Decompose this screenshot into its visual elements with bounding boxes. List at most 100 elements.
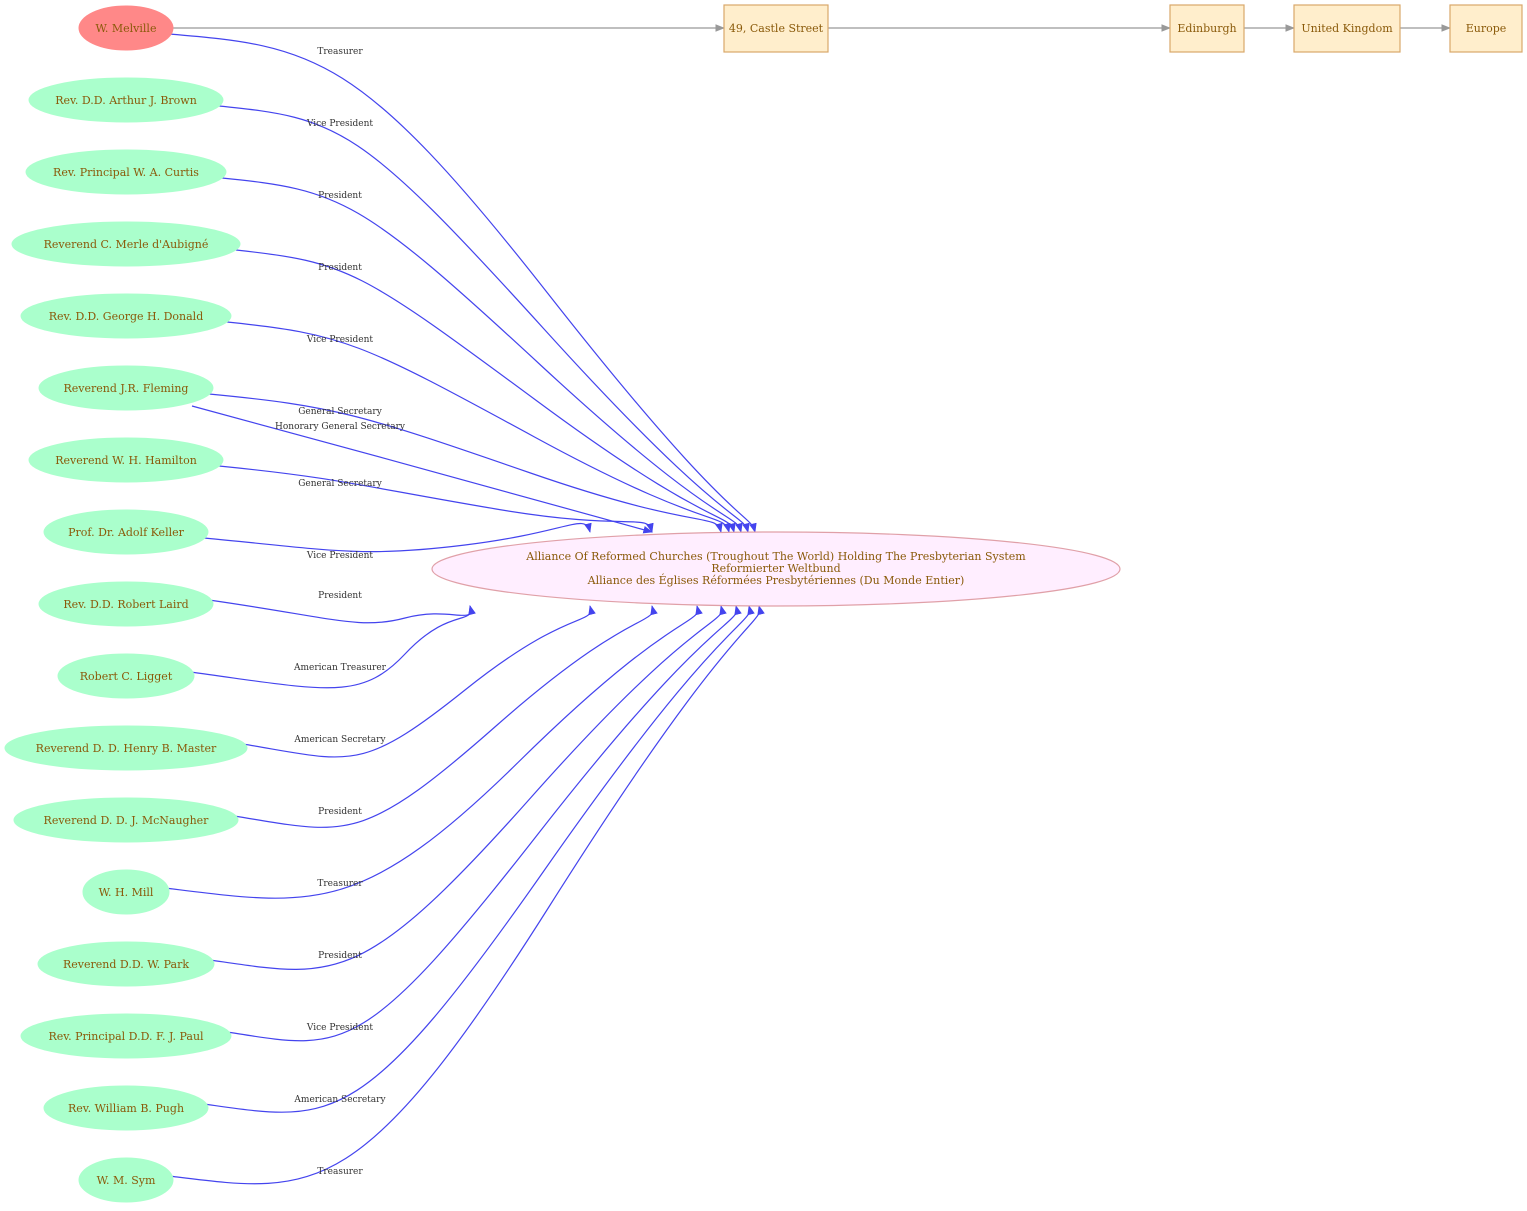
person-ellipse — [78, 5, 174, 51]
organization-node: Alliance Of Reformed Churches (Troughout… — [431, 531, 1121, 607]
role-label: Vice President — [306, 551, 374, 561]
person-node-w-melville[interactable]: W. Melville — [78, 5, 174, 51]
role-edge-rev-d-d-george-h-donald — [226, 321, 731, 533]
person-name: Robert C. Ligget — [80, 670, 173, 683]
person-ellipse — [20, 293, 232, 339]
role-label: President — [318, 263, 362, 273]
place-box — [1169, 4, 1245, 53]
person-name: W. H. Mill — [99, 886, 154, 899]
person-ellipse — [38, 581, 214, 627]
person-ellipse — [43, 1085, 209, 1131]
place-node-united-kingdom[interactable]: United Kingdom — [1293, 4, 1401, 53]
person-ellipse — [57, 653, 195, 699]
place-name: United Kingdom — [1301, 22, 1393, 35]
person-node-reverend-d-d-w-park[interactable]: Reverend D.D. W. Park — [37, 941, 215, 987]
person-node-w-h-mill[interactable]: W. H. Mill — [82, 869, 170, 915]
person-ellipse — [4, 725, 248, 771]
person-node-robert-c-ligget[interactable]: Robert C. Ligget — [57, 653, 195, 699]
role-label: President — [318, 591, 362, 601]
role-edge-honorary — [191, 405, 653, 534]
organization-name-2: Reformierter Weltbund — [711, 562, 840, 575]
place-node-edinburgh[interactable]: Edinburgh — [1169, 4, 1245, 53]
role-edge-w-melville — [168, 33, 757, 533]
role-edge-w-m-sym — [168, 605, 765, 1185]
role-edge-w-h-mill — [164, 605, 703, 899]
person-name: Prof. Dr. Adolf Keller — [68, 526, 184, 539]
role-label-honorary: Honorary General Secretary — [275, 422, 406, 432]
place-name: Europe — [1466, 22, 1507, 35]
person-ellipse — [43, 509, 209, 555]
person-name: W. Melville — [96, 22, 157, 35]
role-label: President — [318, 951, 362, 961]
person-node-reverend-c-merle-d-aubigne[interactable]: Reverend C. Merle d'Aubigné — [11, 221, 241, 267]
role-edge-reverend-j-r-fleming — [208, 393, 723, 533]
person-ellipse — [38, 365, 214, 411]
role-edge-reverend-d-d-henry-b-master — [242, 605, 596, 758]
person-name: Reverend D. D. Henry B. Master — [36, 742, 217, 755]
person-name: Rev. Principal W. A. Curtis — [53, 166, 199, 179]
person-ellipse — [28, 77, 224, 123]
place-box — [723, 4, 829, 53]
person-name: Reverend J.R. Fleming — [64, 382, 189, 395]
person-name: W. M. Sym — [97, 1174, 156, 1187]
role-edge-rev-william-b-pugh — [203, 605, 755, 1113]
place-box — [1449, 4, 1523, 53]
person-node-rev-d-d-robert-laird[interactable]: Rev. D.D. Robert Laird — [38, 581, 214, 627]
place-name: Edinburgh — [1177, 22, 1236, 35]
person-name: Rev. Principal D.D. F. J. Paul — [48, 1030, 204, 1043]
person-node-rev-principal-w-a-curtis[interactable]: Rev. Principal W. A. Curtis — [25, 149, 227, 195]
organization-name-3: Alliance des Églises Réformées Presbytér… — [587, 573, 965, 587]
role-edge-robert-c-ligget — [189, 605, 476, 689]
role-label: Treasurer — [317, 879, 363, 889]
person-ellipse — [11, 221, 241, 267]
person-node-reverend-w-h-hamilton[interactable]: Reverend W. H. Hamilton — [28, 437, 224, 483]
person-node-w-m-sym[interactable]: W. M. Sym — [78, 1157, 174, 1203]
person-node-rev-principal-d-d-f-j-paul[interactable]: Rev. Principal D.D. F. J. Paul — [20, 1013, 232, 1059]
place-node-49-castle-street[interactable]: 49, Castle Street — [723, 4, 829, 53]
nodes-layer: Alliance Of Reformed Churches (Troughout… — [4, 4, 1523, 1203]
role-label: American Treasurer — [293, 663, 387, 673]
person-ellipse — [28, 437, 224, 483]
person-node-reverend-d-d-j-mcnaugher[interactable]: Reverend D. D. J. McNaugher — [13, 797, 239, 843]
role-edge-reverend-c-merle-d-aubigne — [235, 249, 736, 533]
person-name: Reverend D.D. W. Park — [63, 958, 189, 971]
organization-name-1: Alliance Of Reformed Churches (Troughout… — [525, 550, 1026, 563]
person-node-prof-dr-adolf-keller[interactable]: Prof. Dr. Adolf Keller — [43, 509, 209, 555]
role-edge-reverend-w-h-hamilton — [218, 465, 654, 533]
role-edge-rev-principal-d-d-f-j-paul — [226, 605, 742, 1042]
role-label: Treasurer — [317, 47, 363, 57]
role-label: American Secretary — [293, 1095, 386, 1105]
role-label: American Secretary — [293, 735, 386, 745]
role-edge-reverend-d-d-w-park — [209, 605, 727, 970]
person-node-rev-d-d-arthur-j-brown[interactable]: Rev. D.D. Arthur J. Brown — [28, 77, 224, 123]
place-box — [1293, 4, 1401, 53]
person-name: Rev. D.D. George H. Donald — [49, 310, 204, 323]
person-ellipse — [78, 1157, 174, 1203]
role-label: General Secretary — [298, 479, 382, 489]
role-edge-rev-d-d-robert-laird — [208, 599, 476, 624]
person-ellipse — [25, 149, 227, 195]
role-label: Vice President — [306, 335, 374, 345]
role-label: Vice President — [306, 119, 374, 129]
role-edge-rev-d-d-arthur-j-brown — [218, 105, 750, 533]
role-label: President — [318, 191, 362, 201]
organization-ellipse — [431, 531, 1121, 607]
edges-layer — [164, 24, 1451, 1185]
place-node-europe[interactable]: Europe — [1449, 4, 1523, 53]
person-node-rev-william-b-pugh[interactable]: Rev. William B. Pugh — [43, 1085, 209, 1131]
person-ellipse — [13, 797, 239, 843]
person-node-rev-d-d-george-h-donald[interactable]: Rev. D.D. George H. Donald — [20, 293, 232, 339]
person-ellipse — [37, 941, 215, 987]
person-node-reverend-d-d-henry-b-master[interactable]: Reverend D. D. Henry B. Master — [4, 725, 248, 771]
role-label: Vice President — [306, 1023, 374, 1033]
role-edge-prof-dr-adolf-keller — [203, 522, 592, 553]
person-name: Rev. D.D. Arthur J. Brown — [55, 94, 197, 107]
person-name: Reverend W. H. Hamilton — [55, 454, 197, 467]
person-name: Reverend C. Merle d'Aubigné — [44, 238, 209, 251]
person-name: Rev. William B. Pugh — [68, 1102, 184, 1115]
role-edge-reverend-d-d-j-mcnaugher — [233, 605, 658, 828]
person-node-reverend-j-r-fleming[interactable]: Reverend J.R. Fleming — [38, 365, 214, 411]
role-label: General Secretary — [298, 407, 382, 417]
